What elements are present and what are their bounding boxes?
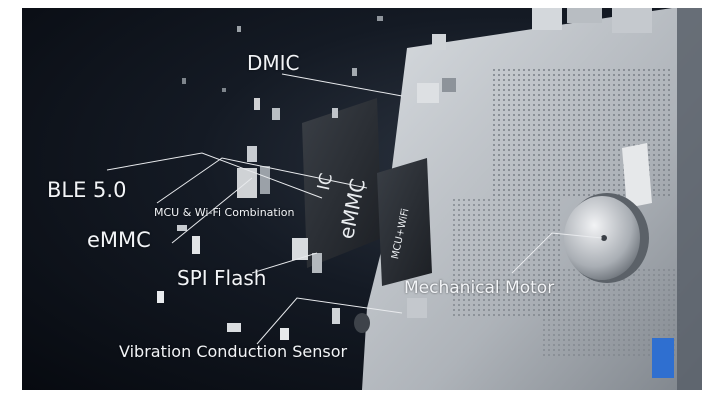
mcu-wifi-chip xyxy=(377,158,432,286)
label-mcu-wifi: MCU & Wi-Fi Combination xyxy=(154,206,295,219)
label-ble: BLE 5.0 xyxy=(47,178,127,202)
leader-line-spi xyxy=(251,252,318,274)
label-spi-flash: SPI Flash xyxy=(177,266,267,290)
leader-line-vibration xyxy=(256,297,403,345)
leader-line-motor xyxy=(511,232,603,274)
leader-line-dmic xyxy=(281,73,403,97)
leader-line-emmc xyxy=(171,177,253,244)
circuit-board-illustration xyxy=(106,8,702,390)
leader-line-ble xyxy=(106,152,323,199)
label-mechanical-motor: Mechanical Motor xyxy=(404,278,555,298)
label-vibration-sensor: Vibration Conduction Sensor xyxy=(119,342,348,361)
product-render-image: IC eMMC MCU+WiFi DMIC BLE 5.0 MCU & Wi-F… xyxy=(22,8,702,390)
label-dmic: DMIC xyxy=(247,51,300,75)
leader-line-mcu xyxy=(156,157,368,204)
label-emmc: eMMC xyxy=(87,228,151,252)
